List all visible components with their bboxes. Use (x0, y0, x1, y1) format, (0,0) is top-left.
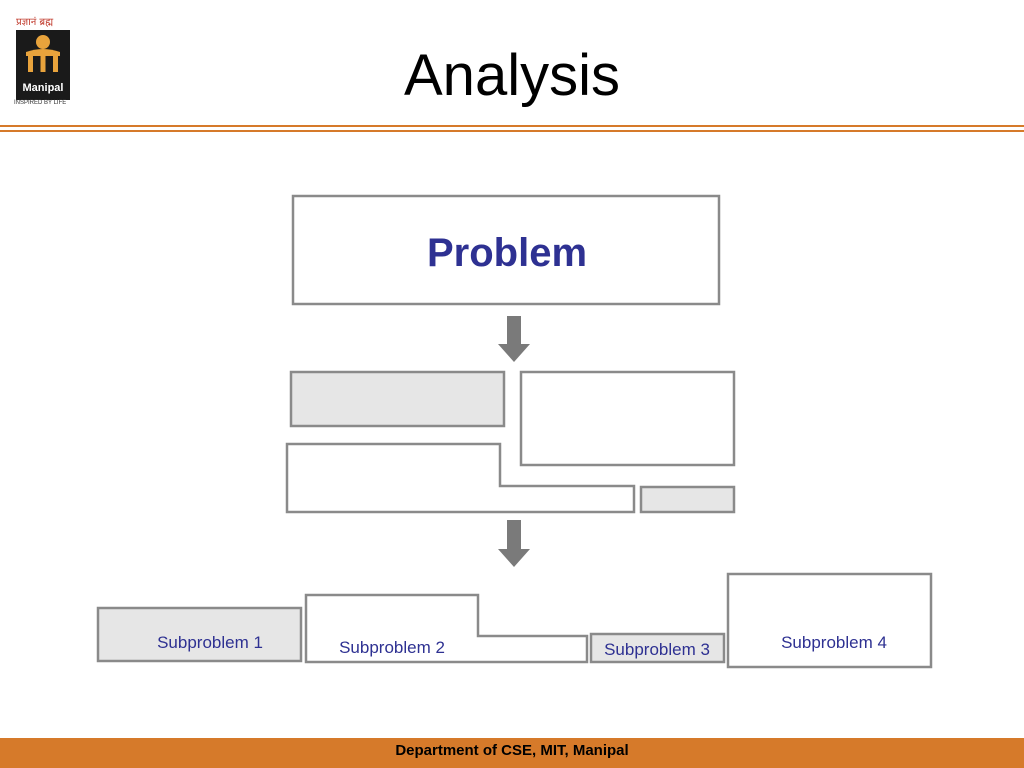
fragment-white-stepped (285, 442, 636, 514)
subproblem-4-box (726, 572, 933, 669)
down-arrow-icon (498, 520, 530, 567)
decomposition-diagram: Problem Subproblem 1 Subproblem 2 Subpro… (96, 194, 933, 669)
logo-tagline: INSPIRED BY LIFE (14, 100, 67, 106)
subproblem-1-label: Subproblem 1 (157, 633, 263, 652)
fragment-gray-small (639, 485, 736, 514)
subproblem-3-label: Subproblem 3 (604, 640, 710, 659)
down-arrow-icon (498, 316, 530, 362)
logo-symbol-icon (26, 35, 60, 72)
fragment-white-right (519, 370, 736, 467)
subproblem-2-box (304, 593, 589, 664)
footer-text: Department of CSE, MIT, Manipal (395, 742, 629, 759)
subproblem-3-box (589, 632, 726, 664)
header-rule-bottom (0, 130, 1024, 132)
manipal-logo: प्रज्ञानं ब्रह्म Manipal INSPIRED BY LIF… (14, 14, 72, 110)
logo-name: Manipal (22, 82, 64, 94)
logo-hindi-text: प्रज्ञानं ब्रह्म (16, 17, 54, 28)
subproblem-2-label: Subproblem 2 (339, 638, 445, 657)
footer-bar: Department of CSE, MIT, Manipal (0, 738, 1024, 768)
logo-emblem: Manipal (16, 30, 70, 100)
problem-box (291, 194, 721, 306)
problem-label: Problem (427, 231, 587, 275)
fragment-gray-top (289, 370, 506, 428)
header-rule-top (0, 125, 1024, 127)
subproblem-1-box (96, 606, 303, 663)
slide-title: Analysis (404, 43, 620, 108)
subproblem-4-label: Subproblem 4 (781, 633, 887, 652)
